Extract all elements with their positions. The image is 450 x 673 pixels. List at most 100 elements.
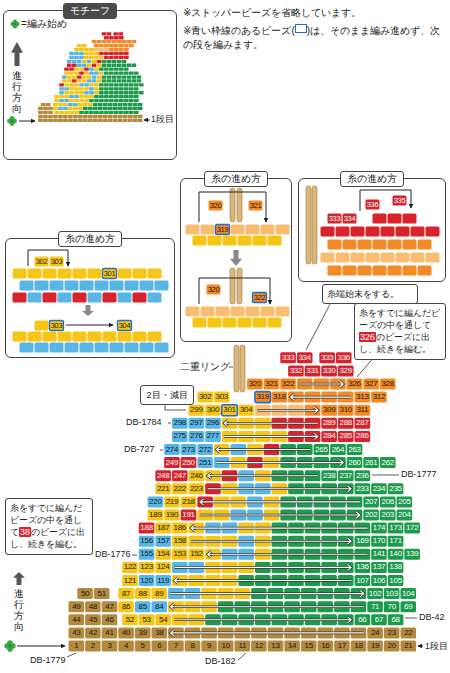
bead	[128, 115, 133, 118]
bead-number: 264	[330, 444, 347, 456]
bead	[397, 510, 413, 521]
bead-number: 18	[350, 640, 367, 652]
bead-number: 3	[101, 640, 118, 652]
bead-ref: 326	[359, 332, 376, 342]
bead	[59, 95, 64, 98]
bead	[127, 75, 132, 78]
bead	[235, 641, 251, 652]
bead-number: 45	[85, 614, 102, 626]
bead	[94, 91, 99, 94]
bead	[124, 111, 129, 114]
thread-arrow	[224, 420, 318, 426]
bead	[125, 343, 139, 353]
bead	[384, 601, 400, 612]
bead	[38, 119, 43, 122]
bead	[155, 343, 169, 353]
bead	[74, 111, 79, 114]
bead	[119, 44, 124, 47]
bead	[103, 332, 117, 342]
bead-number: 322	[252, 292, 267, 303]
bead-number: 318	[271, 391, 288, 403]
bead-number: 67	[371, 614, 388, 626]
bead	[64, 68, 69, 71]
bead	[148, 496, 164, 507]
start-symbols	[4, 116, 17, 652]
bead	[253, 293, 267, 303]
bead	[388, 214, 402, 224]
bead	[138, 107, 143, 110]
thread-arrow	[191, 525, 368, 531]
bead	[107, 60, 112, 63]
bead-number: 276	[188, 430, 205, 442]
legend-text: =編み始め	[21, 17, 67, 31]
bead	[123, 119, 128, 122]
bead	[97, 60, 102, 63]
bead	[108, 115, 113, 118]
thread-arrow	[174, 578, 351, 584]
bead	[43, 119, 48, 122]
bead	[371, 562, 387, 573]
bead	[84, 52, 89, 55]
bead	[87, 60, 92, 63]
bead	[351, 253, 365, 263]
bead	[132, 79, 137, 82]
bead-number: 172	[404, 522, 421, 534]
bead	[208, 318, 222, 328]
bead-number: 43	[68, 627, 85, 639]
bead	[72, 64, 77, 67]
bead	[107, 64, 112, 67]
bead	[328, 214, 342, 224]
bead-number: 235	[387, 483, 404, 495]
bead-number: 7	[168, 640, 185, 652]
bead	[253, 236, 267, 246]
bead	[99, 44, 104, 47]
bead	[338, 418, 354, 429]
bead	[112, 60, 117, 63]
bead	[343, 266, 357, 276]
bead-number: 9	[201, 640, 218, 652]
bead-number: 21	[400, 640, 417, 652]
bead	[172, 523, 188, 534]
bead	[135, 641, 151, 652]
ring-bar	[234, 345, 239, 392]
bead	[381, 253, 395, 263]
bead	[366, 200, 380, 210]
thread-arrow	[216, 447, 310, 453]
bead	[231, 225, 245, 235]
bead	[64, 83, 69, 86]
panel-title: 糸の進め方	[340, 171, 404, 187]
motif-panel: モチーフ	[3, 10, 177, 160]
bead-number: 23	[383, 627, 400, 639]
ring-bar	[240, 345, 245, 392]
bead	[69, 111, 74, 114]
bead	[132, 64, 137, 67]
bead	[69, 91, 74, 94]
panel-title: モチーフ	[63, 3, 117, 19]
bead	[109, 56, 114, 59]
thread-arrow	[174, 564, 351, 570]
leader-line	[405, 618, 417, 619]
bead	[78, 103, 83, 106]
color-code: DB-182	[205, 656, 236, 666]
bead	[102, 40, 107, 43]
bead	[319, 352, 335, 363]
bead	[88, 269, 102, 279]
bead-number: 237	[337, 470, 354, 482]
bead	[102, 614, 118, 625]
bead-number: 89	[151, 588, 168, 600]
bead	[355, 431, 371, 442]
bead	[328, 266, 342, 276]
bead	[343, 240, 357, 250]
bead	[77, 79, 82, 82]
bead-number: 207	[363, 496, 380, 508]
bead	[92, 64, 97, 67]
bead	[13, 332, 27, 342]
thread-path	[199, 192, 266, 222]
bead	[102, 641, 118, 652]
bead	[118, 601, 134, 612]
bead-number: 274	[164, 444, 181, 456]
bead	[74, 68, 79, 71]
bead-number: 140	[387, 548, 404, 560]
bead	[355, 575, 371, 586]
